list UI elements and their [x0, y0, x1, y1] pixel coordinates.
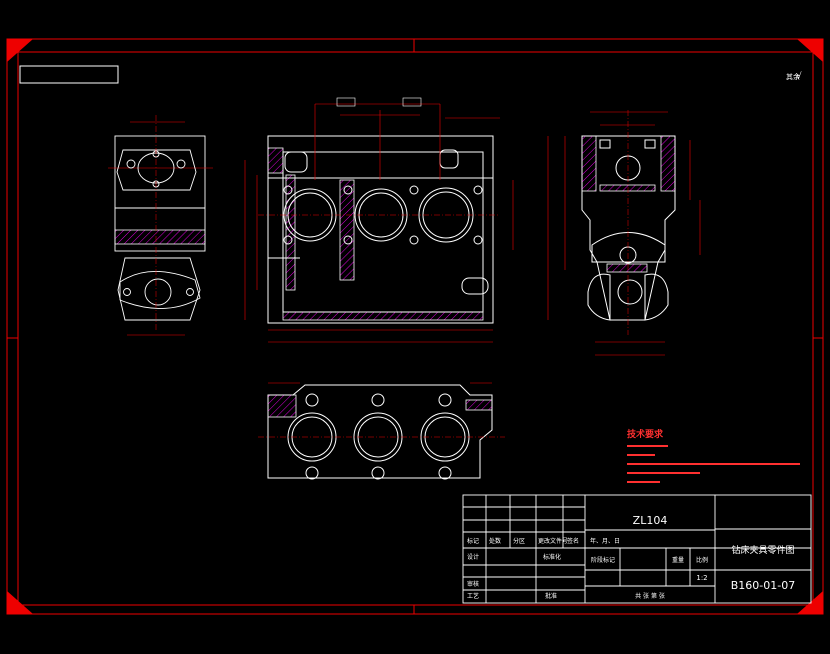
label-mark: 标记	[467, 537, 479, 545]
label-change-doc: 更改文件号	[538, 537, 568, 545]
title-block-text: ZL104 钻床夹具零件图 1:2 B160-01-07 标记 处数 分区 更改…	[467, 514, 795, 600]
left-view	[108, 115, 213, 336]
label-review: 审核	[467, 580, 479, 588]
roughness-mark: √	[796, 71, 802, 82]
drawing-title: 钻床夹具零件图	[731, 544, 794, 556]
technical-notes: 技术要求	[627, 428, 800, 483]
notes-title: 技术要求	[627, 428, 664, 440]
right-view	[547, 110, 701, 356]
front-view	[244, 97, 514, 343]
bottom-view	[258, 382, 505, 480]
roughness-symbol: 其余 √	[786, 71, 802, 82]
label-count: 处数	[489, 537, 501, 545]
scale-value: 1:2	[696, 574, 707, 582]
label-date: 年、月、日	[590, 537, 620, 545]
label-sheets: 共 张 第 张	[635, 592, 665, 600]
label-design: 设计	[467, 553, 479, 561]
label-weight: 重量	[672, 556, 684, 564]
drawing-number: B160-01-07	[731, 579, 795, 592]
drawing-frame	[6, 38, 824, 615]
label-stage-mark: 阶段标记	[591, 556, 615, 564]
label-scale: 比例	[696, 556, 708, 564]
label-zone: 分区	[513, 537, 525, 545]
label-approve: 批准	[545, 592, 557, 600]
material-label: ZL104	[633, 514, 668, 527]
title-block	[462, 494, 812, 604]
svg-text:其余: 其余	[786, 72, 800, 81]
label-standardize: 标准化	[543, 553, 561, 561]
label-process: 工艺	[467, 592, 479, 600]
label-sign: 签名	[567, 537, 579, 545]
